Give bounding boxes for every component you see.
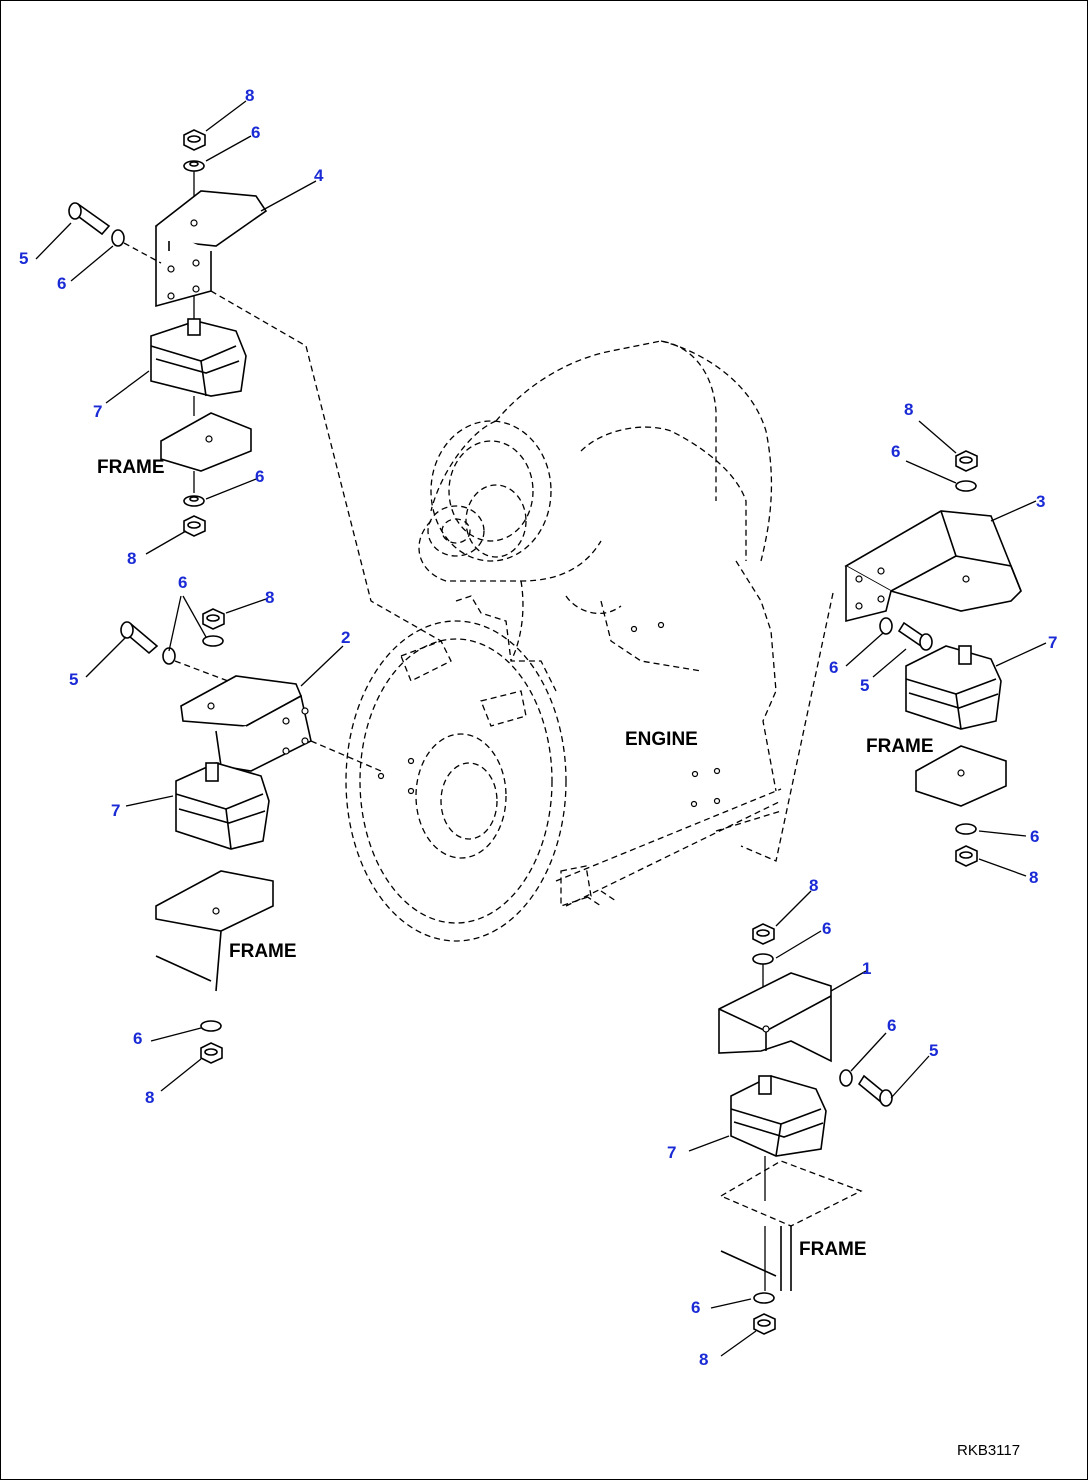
washer-6-k [839, 1069, 853, 1087]
callout-8-c: 8 [265, 588, 274, 607]
drawing-code: RKB3117 [957, 1442, 1020, 1459]
rubber-mount-7-b [175, 762, 270, 850]
callout-5-b: 5 [69, 670, 78, 689]
callout-7-d: 7 [667, 1143, 676, 1162]
washer-6-h [879, 617, 893, 635]
washer-6-i [955, 823, 977, 835]
mount-group-bottom-right [718, 923, 893, 1335]
callout-6-j: 6 [887, 1016, 896, 1035]
rubber-mount-7-c [905, 645, 1002, 730]
callout-6-d: 6 [178, 573, 187, 592]
engine-outline [345, 340, 782, 942]
callout-6-g: 6 [829, 658, 838, 677]
callout-6-a: 6 [251, 123, 260, 142]
frame-label-c: FRAME [866, 736, 934, 757]
callout-6-i: 6 [822, 919, 831, 938]
bracket-1 [718, 972, 832, 1063]
callout-5-d: 5 [929, 1041, 938, 1060]
bracket-4-leader [210, 290, 442, 642]
callout-8-b: 8 [127, 549, 136, 568]
bracket-3 [844, 510, 1022, 612]
callout-8-a: 8 [245, 86, 254, 105]
callout-7-a: 7 [93, 402, 102, 421]
callout-4: 4 [314, 166, 324, 185]
frame-label-a: FRAME [97, 457, 165, 478]
frame-label-d: FRAME [799, 1239, 867, 1260]
washer-6-b [111, 229, 125, 247]
frame-plate-b [155, 870, 274, 932]
callout-3: 3 [1036, 492, 1045, 511]
washer-6-d [202, 635, 224, 647]
washer-6-j [752, 953, 774, 965]
callout-8-d: 8 [145, 1088, 154, 1107]
callout-2: 2 [341, 628, 350, 647]
callout-8-e: 8 [904, 400, 913, 419]
callout-8-f: 8 [1029, 868, 1038, 887]
callout-5-a: 5 [19, 249, 28, 268]
callout-1: 1 [862, 959, 871, 978]
callout-8-h: 8 [699, 1350, 708, 1369]
mount-group-right [844, 450, 1022, 867]
callout-7-b: 7 [111, 801, 120, 820]
rubber-mount-7-d [730, 1075, 827, 1157]
engine-label: ENGINE [625, 729, 698, 750]
callout-6-h: 6 [1030, 827, 1039, 846]
rubber-mount-7-a [150, 320, 247, 397]
callout-6-e: 6 [133, 1029, 142, 1048]
bracket-3-leader [740, 592, 834, 862]
frame-plate-d [719, 1160, 863, 1227]
callout-6-k: 6 [691, 1298, 700, 1317]
callout-5-c: 5 [860, 676, 869, 695]
callout-6-c: 6 [255, 467, 264, 486]
bracket-2-leader [310, 740, 382, 772]
frame-plate-a [160, 412, 252, 472]
callout-6-b: 6 [57, 274, 66, 293]
callout-7-c: 7 [1048, 633, 1057, 652]
frame-label-b: FRAME [229, 941, 297, 962]
callout-6-f: 6 [891, 442, 900, 461]
callout-8-g: 8 [809, 876, 818, 895]
mount-group-middle-left [120, 608, 312, 1064]
washer-6-g [955, 480, 977, 492]
washer-6-f [200, 1020, 222, 1032]
mount-group-top-left [68, 129, 268, 537]
washer-6-l [753, 1292, 775, 1304]
